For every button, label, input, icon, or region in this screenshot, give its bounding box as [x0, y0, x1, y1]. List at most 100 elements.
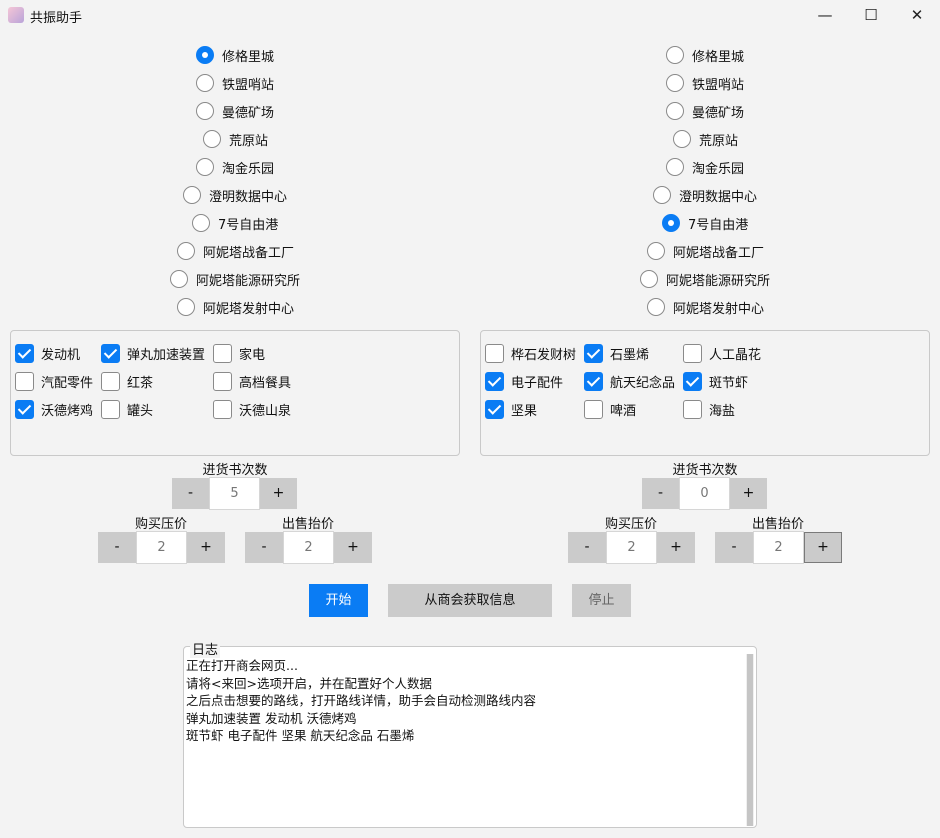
checkbox[interactable] — [485, 399, 504, 419]
checkbox[interactable] — [485, 343, 504, 363]
right-goods-option[interactable]: 航天纪念品 — [584, 370, 675, 392]
checkbox[interactable] — [683, 343, 702, 363]
left-station-option[interactable]: 阿妮塔发射中心 — [177, 295, 294, 319]
radio-button[interactable] — [640, 270, 658, 288]
right-goods-option[interactable]: 啤酒 — [584, 398, 636, 420]
left-station-option[interactable]: 淘金乐园 — [196, 155, 274, 179]
checkbox[interactable] — [584, 371, 603, 391]
left-restock-plus-button[interactable]: + — [260, 478, 297, 509]
radio-button[interactable] — [673, 130, 691, 148]
checkbox[interactable] — [683, 399, 702, 419]
right-goods-option[interactable]: 坚果 — [485, 398, 537, 420]
right-station-option[interactable]: 澄明数据中心 — [653, 183, 757, 207]
left-goods-option[interactable]: 弹丸加速装置 — [101, 342, 205, 364]
right-station-option[interactable]: 曼德矿场 — [666, 99, 744, 123]
left-sell-minus-button[interactable]: - — [245, 532, 283, 563]
left-station-option[interactable]: 阿妮塔战备工厂 — [177, 239, 294, 263]
left-buy-minus-button[interactable]: - — [98, 532, 136, 563]
right-station-option[interactable]: 7号自由港 — [662, 211, 748, 235]
left-restock-minus-button[interactable]: - — [172, 478, 209, 509]
right-station-option[interactable]: 阿妮塔战备工厂 — [647, 239, 764, 263]
radio-button[interactable] — [666, 74, 684, 92]
checkbox[interactable] — [15, 343, 34, 363]
radio-button[interactable] — [196, 74, 214, 92]
close-button[interactable]: ✕ — [910, 6, 924, 24]
right-restock-plus-button[interactable]: + — [730, 478, 767, 509]
right-goods-option[interactable]: 斑节虾 — [683, 370, 748, 392]
stop-button[interactable]: 停止 — [572, 584, 631, 617]
radio-button[interactable] — [647, 242, 665, 260]
checkbox[interactable] — [584, 343, 603, 363]
right-station-option[interactable]: 修格里城 — [666, 43, 744, 67]
log-box[interactable] — [183, 646, 757, 828]
left-goods-option[interactable]: 家电 — [213, 342, 265, 364]
right-buy-value[interactable]: 2 — [606, 531, 657, 564]
radio-button[interactable] — [196, 158, 214, 176]
left-station-option[interactable]: 铁盟哨站 — [196, 71, 274, 95]
checkbox[interactable] — [584, 399, 603, 419]
radio-button[interactable] — [196, 102, 214, 120]
right-station-option[interactable]: 淘金乐园 — [666, 155, 744, 179]
left-goods-option[interactable]: 罐头 — [101, 398, 153, 420]
left-station-option[interactable]: 澄明数据中心 — [183, 183, 287, 207]
checkbox[interactable] — [213, 371, 232, 391]
radio-button[interactable] — [653, 186, 671, 204]
right-station-option[interactable]: 铁盟哨站 — [666, 71, 744, 95]
checkbox[interactable] — [101, 371, 120, 391]
checkbox[interactable] — [15, 399, 34, 419]
right-sell-plus-button[interactable]: + — [804, 532, 842, 563]
radio-button[interactable] — [666, 46, 684, 64]
left-goods-option[interactable]: 高档餐具 — [213, 370, 291, 392]
left-station-option[interactable]: 7号自由港 — [192, 211, 278, 235]
right-sell-minus-button[interactable]: - — [715, 532, 753, 563]
left-station-option[interactable]: 阿妮塔能源研究所 — [170, 267, 300, 291]
right-station-option[interactable]: 阿妮塔能源研究所 — [640, 267, 770, 291]
left-station-option[interactable]: 曼德矿场 — [196, 99, 274, 123]
left-station-option[interactable]: 修格里城 — [196, 43, 274, 67]
minimize-button[interactable]: — — [817, 6, 833, 24]
right-buy-plus-button[interactable]: + — [657, 532, 695, 563]
radio-button[interactable] — [196, 46, 214, 64]
right-goods-option[interactable]: 电子配件 — [485, 370, 563, 392]
left-goods-option[interactable]: 红茶 — [101, 370, 153, 392]
left-sell-plus-button[interactable]: + — [334, 532, 372, 563]
left-goods-option[interactable]: 沃德山泉 — [213, 398, 291, 420]
left-goods-option[interactable]: 汽配零件 — [15, 370, 93, 392]
maximize-button[interactable]: ☐ — [864, 6, 878, 24]
right-goods-option[interactable]: 人工晶花 — [683, 342, 761, 364]
radio-button[interactable] — [177, 298, 195, 316]
radio-button[interactable] — [647, 298, 665, 316]
radio-button[interactable] — [666, 158, 684, 176]
checkbox[interactable] — [101, 343, 120, 363]
left-station-option[interactable]: 荒原站 — [203, 127, 268, 151]
right-station-option[interactable]: 阿妮塔发射中心 — [647, 295, 764, 319]
right-restock-value[interactable]: 0 — [679, 477, 730, 510]
radio-button[interactable] — [203, 130, 221, 148]
left-goods-option[interactable]: 发动机 — [15, 342, 80, 364]
left-buy-plus-button[interactable]: + — [187, 532, 225, 563]
right-restock-minus-button[interactable]: - — [642, 478, 679, 509]
log-scrollbar-thumb[interactable] — [747, 654, 753, 826]
checkbox[interactable] — [485, 371, 504, 391]
fetch-info-button[interactable]: 从商会获取信息 — [388, 584, 552, 617]
left-sell-value[interactable]: 2 — [283, 531, 334, 564]
right-goods-option[interactable]: 桦石发财树 — [485, 342, 576, 364]
left-restock-value[interactable]: 5 — [209, 477, 260, 510]
radio-button[interactable] — [662, 214, 680, 232]
radio-button[interactable] — [183, 186, 201, 204]
left-buy-value[interactable]: 2 — [136, 531, 187, 564]
checkbox[interactable] — [213, 343, 232, 363]
radio-button[interactable] — [192, 214, 210, 232]
checkbox[interactable] — [15, 371, 34, 391]
checkbox[interactable] — [101, 399, 120, 419]
radio-button[interactable] — [666, 102, 684, 120]
right-goods-option[interactable]: 海盐 — [683, 398, 735, 420]
right-sell-value[interactable]: 2 — [753, 531, 804, 564]
right-station-option[interactable]: 荒原站 — [673, 127, 738, 151]
checkbox[interactable] — [213, 399, 232, 419]
right-buy-minus-button[interactable]: - — [568, 532, 606, 563]
left-goods-option[interactable]: 沃德烤鸡 — [15, 398, 93, 420]
radio-button[interactable] — [177, 242, 195, 260]
checkbox[interactable] — [683, 371, 702, 391]
start-button[interactable]: 开始 — [309, 584, 368, 617]
